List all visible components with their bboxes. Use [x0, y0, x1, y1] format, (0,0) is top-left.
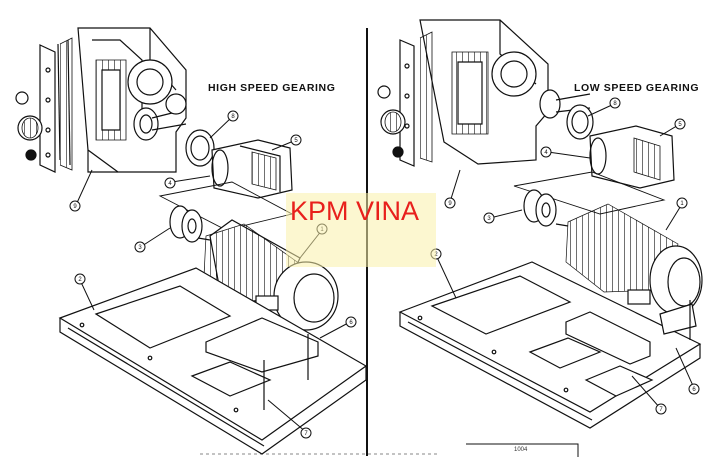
- coupling: [169, 205, 203, 243]
- low-speed-callouts: [430, 97, 700, 415]
- callout-number: 3: [138, 245, 142, 251]
- callout-marker: [300, 427, 312, 439]
- drain-plug: [377, 85, 406, 158]
- footer-tag: 1004: [514, 447, 528, 453]
- callout-marker: [164, 177, 176, 189]
- callout-number: 6: [692, 387, 696, 393]
- drain-plug: [15, 91, 43, 161]
- watermark-text: KPM VINA: [290, 196, 420, 226]
- callout-number: 9: [73, 204, 77, 210]
- high-speed-panel: [15, 27, 368, 455]
- callout-number: 8: [231, 114, 235, 120]
- callout-marker: [290, 134, 302, 146]
- callout-number: 7: [659, 407, 663, 413]
- gearbox-housing: [419, 19, 549, 165]
- callout-marker: [444, 197, 456, 209]
- mounting-plane: [513, 171, 666, 215]
- electric-motor: [555, 203, 703, 315]
- callout-marker: [676, 197, 688, 209]
- callout-number: 5: [678, 122, 682, 128]
- callout-marker: [609, 97, 621, 109]
- spacer-bars: [528, 300, 697, 397]
- gearbox-housing: [57, 27, 187, 173]
- callout-number: 2: [434, 252, 438, 258]
- callout-number: 1: [680, 201, 684, 207]
- callout-number: 3: [487, 216, 491, 222]
- callout-number: 4: [544, 150, 548, 156]
- callout-marker: [69, 200, 81, 212]
- callout-number: 4: [168, 181, 172, 187]
- spacer-bars: [190, 317, 319, 410]
- callout-number: 7: [304, 431, 308, 437]
- callout-marker: [688, 383, 700, 395]
- callout-marker: [227, 110, 239, 122]
- callout-marker: [74, 273, 86, 285]
- motor-bell-housing: [211, 139, 293, 199]
- footer-label-box: [200, 443, 579, 457]
- callout-number: 8: [613, 101, 617, 107]
- low-speed-title: LOW SPEED GEARING: [574, 82, 700, 94]
- callout-number: 9: [448, 201, 452, 207]
- adapter-ring: [185, 129, 215, 167]
- motor-bell-housing: [589, 125, 675, 189]
- callout-number: 5: [294, 138, 298, 144]
- side-cover: [39, 44, 56, 173]
- low-speed-panel: [377, 19, 703, 429]
- watermark-highlight: [286, 193, 436, 267]
- callout-number: 6: [349, 320, 353, 326]
- callout-number: 2: [78, 277, 82, 283]
- callout-marker: [345, 316, 357, 328]
- high-speed-title: HIGH SPEED GEARING: [208, 82, 336, 94]
- callout-marker: [483, 212, 495, 224]
- electric-motor: [197, 219, 339, 331]
- callout-marker: [655, 403, 667, 415]
- callout-marker: [674, 118, 686, 130]
- coupling: [523, 189, 557, 227]
- output-shaft: [133, 93, 187, 141]
- callout-marker: [134, 241, 146, 253]
- side-cover: [399, 39, 415, 167]
- callout-marker: [540, 146, 552, 158]
- adapter-ring: [566, 104, 594, 140]
- low-speed-callout-numbers: 8 5 4 9 3 1 2 6 7: [434, 101, 696, 413]
